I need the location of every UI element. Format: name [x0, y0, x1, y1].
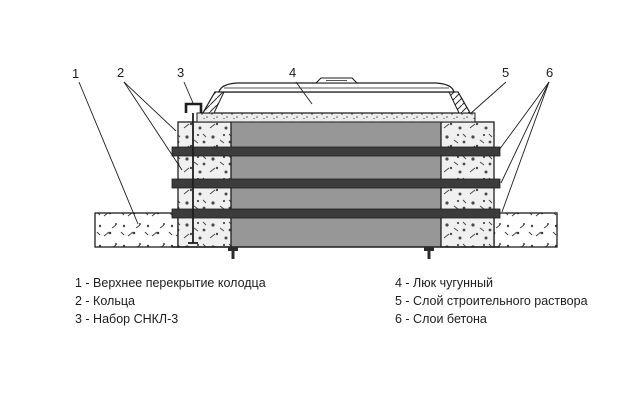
hatch-frame — [201, 91, 472, 114]
legend-item-5: 5 - Слой строительного раствора — [395, 294, 588, 308]
callout-3: 3 — [177, 65, 184, 80]
leader-4 — [295, 81, 313, 105]
anchor-bolt-left — [228, 247, 238, 259]
leader-6a — [498, 81, 550, 151]
callout-5: 5 — [502, 65, 509, 80]
hatch-lid — [218, 82, 455, 93]
legend-item-3: 3 - Набор СНКЛ-3 — [75, 312, 179, 326]
legend-right-column: 4 - Люк чугунный 5 - Слой строительного … — [395, 274, 588, 328]
anchor-bolt-right — [424, 247, 434, 259]
joint-band-middle — [171, 178, 501, 189]
leader-1 — [78, 81, 139, 225]
callout-1: 1 — [72, 66, 79, 81]
mortar-layer — [196, 112, 476, 123]
leader-5 — [469, 81, 507, 115]
callout-6: 6 — [546, 65, 553, 80]
callout-2: 2 — [117, 65, 124, 80]
leader-2a — [123, 81, 177, 132]
callout-numbers: 1 2 3 4 5 6 — [72, 65, 553, 81]
legend-item-4: 4 - Люк чугунный — [395, 276, 493, 290]
concrete-joint-bands — [171, 146, 501, 219]
joint-band-top — [171, 146, 501, 157]
leader-lines — [78, 81, 550, 225]
legend-item-1: 1 - Верхнее перекрытие колодца — [75, 276, 266, 290]
leader-6c — [501, 81, 550, 213]
leader-3 — [183, 81, 194, 104]
joint-band-bottom — [171, 208, 501, 219]
hatch-frame-section-right — [448, 91, 471, 114]
snkl-bracket — [184, 102, 203, 244]
leader-2b — [123, 81, 183, 171]
top-slab-left — [94, 212, 179, 248]
snkl-staple — [184, 102, 203, 113]
top-slab-right — [493, 212, 558, 248]
legend-item-6: 6 - Слои бетона — [395, 312, 487, 326]
legend-item-2: 2 - Кольца — [75, 294, 135, 308]
legend-left-column: 1 - Верхнее перекрытие колодца 2 - Кольц… — [75, 274, 266, 328]
callout-4: 4 — [289, 65, 296, 80]
manhole-hatch — [201, 77, 472, 114]
leader-6b — [500, 81, 550, 184]
